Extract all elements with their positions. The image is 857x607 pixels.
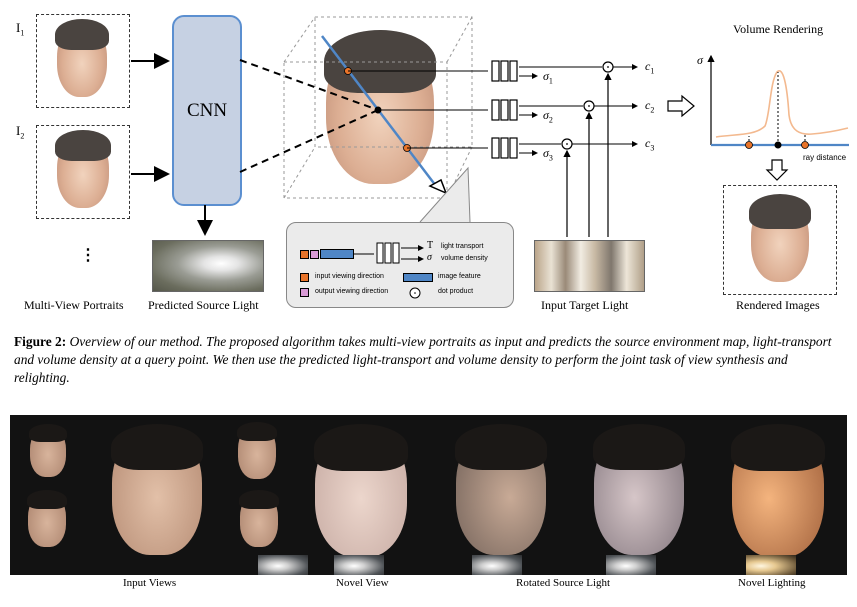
face-image [55,19,109,97]
legend-feature: image feature [438,273,481,280]
legend-feature-icon [403,273,433,282]
multi-view-label: Multi-View Portraits [24,298,124,312]
mlp-block-2 [491,99,518,121]
legend-box: T light transport σ volume density input… [286,222,514,308]
ray-distance-label: ray distance [803,153,847,162]
sigma-label-3: σ3 [543,146,553,163]
caption-text: Overview of our method. The proposed alg… [14,334,832,385]
input-label-2: I2 [16,123,25,141]
legend-output-dir-icon [300,288,309,297]
sigma-label-1: σ1 [543,69,553,86]
density-curve [715,70,849,138]
volume-cube [283,16,473,199]
feature-swatch [320,249,354,259]
input-portrait-1 [36,14,130,108]
input-view-main [111,424,203,555]
label-novel-view: Novel View [336,577,389,589]
novel-view-image [314,424,408,557]
hollow-arrow-down [765,159,789,181]
rotated-source-image-2 [593,424,685,555]
input-view-thumb-4 [239,490,279,547]
caption-label: Figure 2: [14,334,67,349]
input-dir-swatch [300,250,309,259]
feature-line-1 [239,59,379,111]
label-rotated-source: Rotated Source Light [516,577,611,589]
hollow-arrow-right [667,94,695,118]
legend-input-dir: input viewing direction [315,273,384,280]
input-view-thumb-1 [29,424,67,477]
volume-rendering-title: Volume Rendering [733,22,824,36]
legend-input-dir-icon [300,273,309,282]
ellipsis-dots: ⋮ [80,247,96,264]
mlp-block-1 [491,60,518,82]
env-map-rotated-2 [606,555,656,575]
rotated-source-image-1 [455,424,547,555]
input-target-light-image [534,240,645,292]
legend-T-text: light transport [441,243,484,250]
feature-line-2 [239,109,379,173]
results-strip [10,415,847,575]
diagram-graphics [131,16,849,237]
input-portrait-2 [36,125,130,219]
legend-dot-product: dot product [438,288,474,295]
legend-T-symbol: T [427,240,434,251]
volume-rendering-plot [707,54,849,149]
output-c1: c1 [645,59,655,76]
input-view-thumb-3 [237,422,277,479]
rendered-images-label: Rendered Images [736,298,820,312]
predicted-source-light-image [152,240,264,292]
predicted-source-label: Predicted Source Light [148,298,259,312]
plot-sigma-axis: σ [697,53,703,67]
mlp-block-3 [491,137,518,159]
face-image [55,130,111,208]
rendered-image [723,185,837,295]
label-input-views: Input Views [123,577,177,589]
cnn-label: CNN [186,99,228,121]
legend-sigma-text: volume density [441,255,488,262]
input-view-thumb-2 [27,490,67,547]
figure-caption: Figure 2: Overview of our method. The pr… [14,333,844,387]
novel-lighting-image [731,424,825,557]
output-dir-swatch [310,250,319,259]
camera-icon [428,178,448,195]
cnn-block: CNN [172,15,242,206]
legend-sigma-symbol: σ [427,252,432,263]
env-map-novel-lighting [746,555,796,575]
env-map-input [258,555,308,575]
env-map-rotated-1 [472,555,522,575]
face-image [749,194,811,282]
env-map-novel-view [334,555,384,575]
output-c2: c2 [645,98,655,115]
legend-mlp [354,242,424,299]
legend-output-dir: output viewing direction [315,288,389,295]
legend-callout [419,166,471,223]
label-novel-lighting: Novel Lighting [738,577,806,589]
output-c3: c3 [645,136,655,153]
input-target-label: Input Target Light [541,298,629,312]
sigma-label-2: σ2 [543,108,553,125]
input-label-1: I1 [16,20,25,38]
